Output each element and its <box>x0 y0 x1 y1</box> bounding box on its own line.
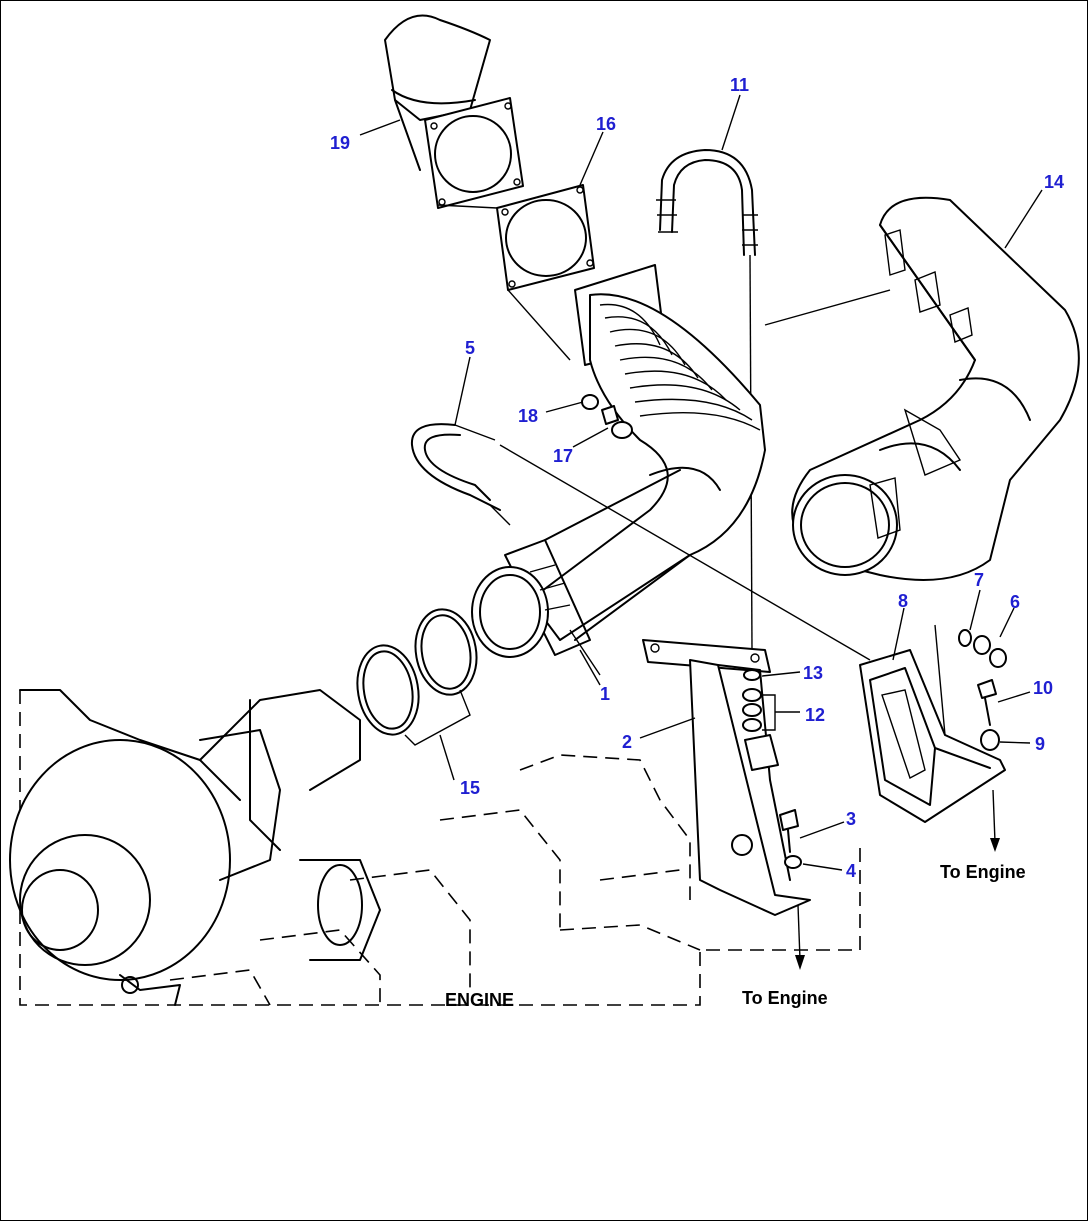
part-10-bolt <box>977 679 997 726</box>
callout-13: 13 <box>803 663 823 683</box>
part-16-gasket <box>437 184 595 361</box>
part-9-washer <box>980 729 1000 751</box>
callout-15: 15 <box>460 778 480 798</box>
callout-14: 14 <box>1044 172 1064 192</box>
caption-to-engine-center: To Engine <box>742 988 828 1008</box>
callout-6: 6 <box>1010 592 1020 612</box>
part-18-washer <box>581 394 599 410</box>
arrow-to-engine-right <box>990 789 1000 852</box>
callout-1: 1 <box>600 684 610 704</box>
part-17-bolt <box>601 405 633 439</box>
callout-2: 2 <box>622 732 632 752</box>
part-6-nuts <box>973 635 1007 668</box>
callout-9: 9 <box>1035 734 1045 754</box>
callout-5: 5 <box>465 338 475 358</box>
caption-to-engine-right: To Engine <box>940 862 1026 882</box>
part-13-washer <box>743 669 761 681</box>
callout-10: 10 <box>1033 678 1053 698</box>
callout-11: 11 <box>730 75 749 95</box>
callout-17: 17 <box>553 446 573 466</box>
callout-7: 7 <box>974 570 984 590</box>
part-15-o-rings <box>356 608 478 746</box>
callout-19: 19 <box>330 133 350 153</box>
part-1-bellows-tube <box>471 264 766 676</box>
leader-lines <box>359 94 1043 871</box>
caption-engine: ENGINE <box>445 990 514 1010</box>
part-7-washer <box>958 629 972 647</box>
callout-18: 18 <box>518 406 538 426</box>
engine-block <box>9 689 861 1006</box>
part-19-duct-flange <box>384 14 524 209</box>
callout-8: 8 <box>898 591 908 611</box>
part-3-bolt <box>779 809 799 853</box>
callout-12: 12 <box>805 705 825 725</box>
part-14-elbow <box>764 196 1080 581</box>
callout-4: 4 <box>846 861 856 881</box>
callout-3: 3 <box>846 809 856 829</box>
part-12-nuts <box>742 688 762 732</box>
part-2-bracket <box>642 639 811 916</box>
callout-16: 16 <box>596 114 616 134</box>
part-8-bracket <box>859 624 1006 823</box>
part-5-band-clamp <box>410 423 871 661</box>
callout-labels: 19 16 11 14 5 18 17 15 1 2 13 12 8 7 6 1… <box>330 75 1064 881</box>
part-4-washer <box>784 855 802 869</box>
arrow-to-engine-center <box>795 904 805 970</box>
captions: To Engine To Engine ENGINE <box>445 862 1026 1010</box>
turbo-housing <box>9 739 231 981</box>
